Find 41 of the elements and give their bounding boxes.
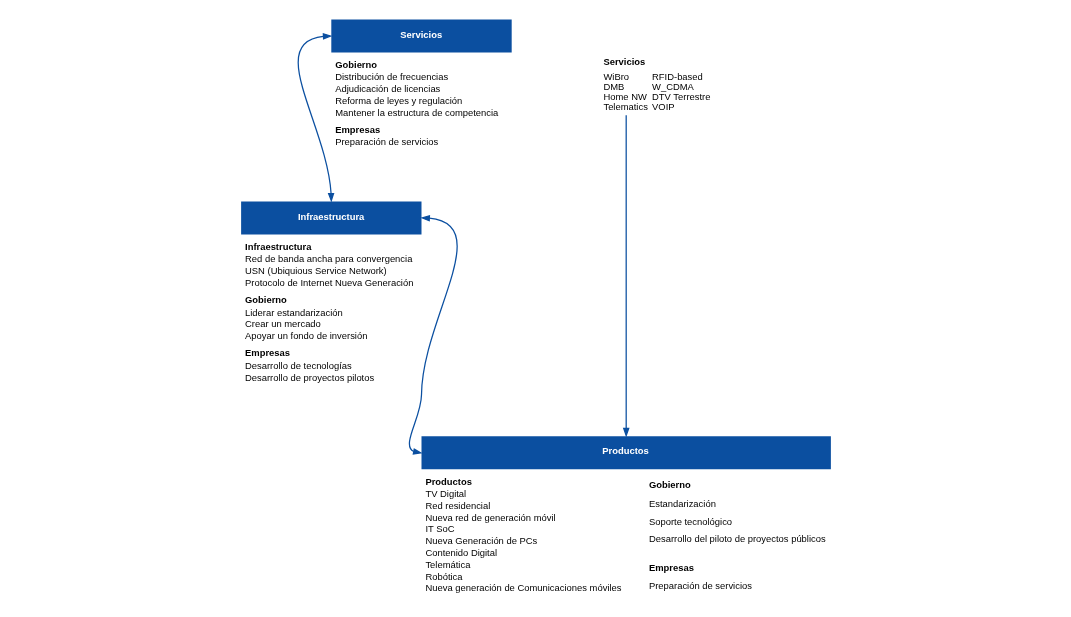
- node-label: Gobierno: [648, 478, 691, 490]
- node-box: Productos: [421, 436, 831, 470]
- node-label: Preparación de servicios: [334, 136, 438, 148]
- node-label: Telemática: [424, 558, 470, 570]
- node-label: Nueva generación de Comunicaciones móviles: [424, 582, 621, 594]
- node-label: Infraestructura: [244, 240, 311, 252]
- node-label: Distribución de frecuencias: [334, 71, 448, 83]
- node-label: Liderar estandarización: [244, 306, 343, 318]
- node-label: Preparación de servicios: [648, 579, 752, 591]
- arrow: [622, 114, 630, 438]
- node-label: Desarrollo del piloto de proyectos públicos: [648, 533, 826, 545]
- node-label: Reforma de leyes y regulación: [334, 94, 462, 106]
- node-box: Infraestructura: [240, 201, 421, 235]
- node-label: Nueva red de generación móvil: [424, 511, 556, 523]
- node-label: USN (Ubiquious Service Network): [244, 265, 387, 277]
- node-label: Contenido Digital: [424, 547, 497, 559]
- arrow: [297, 32, 334, 203]
- node-label: Crear un mercado: [244, 318, 321, 330]
- node-label: Protocolo de Internet Nueva Generación: [244, 276, 413, 288]
- node-label: Apoyar un fondo de inversión: [244, 330, 367, 342]
- node-label: Gobierno: [244, 294, 287, 306]
- node-label: Desarrollo de proyectos pilotos: [244, 371, 374, 383]
- node-box: Servicios: [330, 19, 512, 53]
- node-label: Red residencial: [424, 499, 490, 511]
- node-label: Empresas: [334, 123, 380, 135]
- node-label: Mantener la estructura de competencia: [334, 106, 498, 118]
- node-label: Empresas: [244, 347, 290, 359]
- node-label: Soporte tecnológico: [648, 515, 732, 527]
- node-label: Nueva Generación de PCs: [424, 535, 537, 547]
- arrow: [408, 214, 458, 455]
- node-label: TV Digital: [424, 488, 466, 500]
- node-label: Estandarización: [648, 497, 716, 509]
- node-label: IT SoC: [424, 523, 455, 535]
- node-label: Robótica: [424, 570, 463, 582]
- node-label: Productos: [424, 475, 472, 487]
- node-label: Red de banda ancha para convergencia: [244, 253, 412, 265]
- node-label: Desarrollo de tecnologías: [244, 359, 352, 371]
- node-label: Gobierno: [334, 58, 377, 70]
- node-label: Empresas: [648, 561, 694, 573]
- node-text: Servicios WiBro DMB Home NW Telematics RFID-based W_CDMA DTV Terrestre VOIP: [602, 56, 710, 113]
- node-label: Adjudicación de licencias: [334, 83, 440, 95]
